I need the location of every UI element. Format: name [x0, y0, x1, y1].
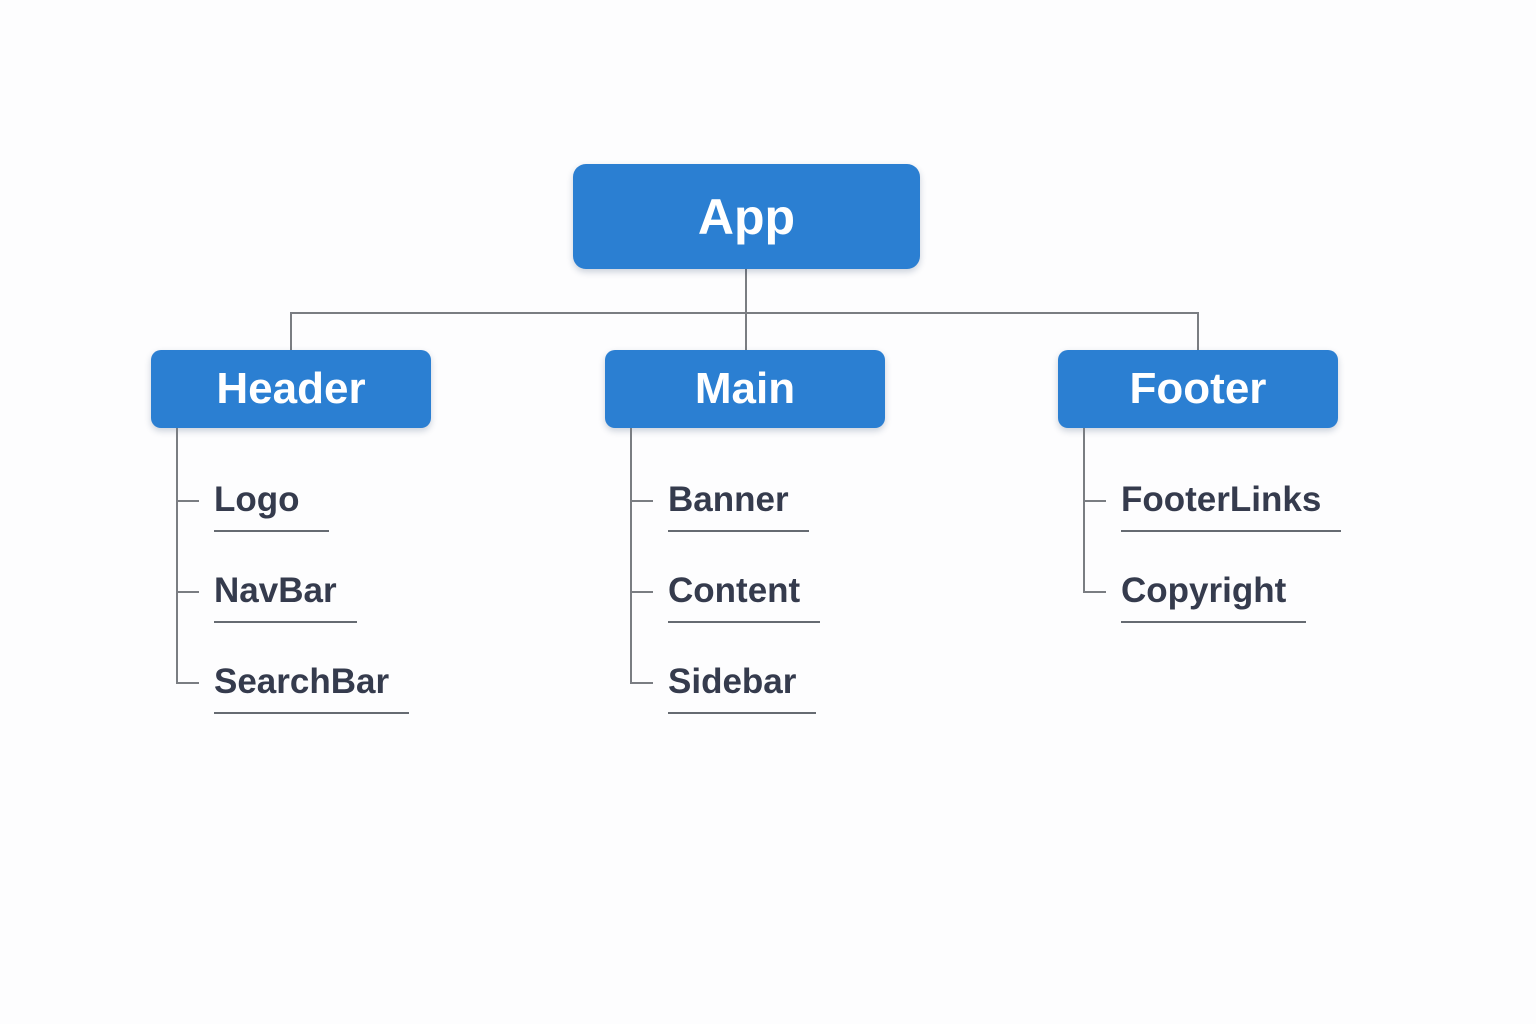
- tree-leaf-label: Content: [668, 561, 821, 623]
- tree-leaf-row: FooterLinks: [1058, 470, 1478, 532]
- tree-leaf-label: Copyright: [1121, 561, 1307, 623]
- node-app: App: [573, 164, 920, 269]
- connector-main-stub: [745, 312, 747, 350]
- tree-leaf-label: SearchBar: [214, 652, 410, 714]
- connector-tick: [630, 500, 653, 502]
- tree-leaf-label: FooterLinks: [1121, 470, 1342, 532]
- tree-leaf-row: NavBar: [151, 561, 571, 623]
- connector-tick: [176, 500, 199, 502]
- tree-leaf-row: Logo: [151, 470, 571, 532]
- node-main-label: Main: [694, 364, 796, 413]
- connector-tick: [1083, 500, 1106, 502]
- connector-main-children-line: [630, 428, 632, 683]
- connector-app-stub: [745, 269, 747, 313]
- tree-leaf-row: SearchBar: [151, 652, 571, 714]
- connector-footer-stub: [1197, 312, 1199, 352]
- tree-leaf-row: Content: [605, 561, 1025, 623]
- node-footer: Footer: [1058, 350, 1338, 428]
- connector-tick: [630, 682, 653, 684]
- node-app-label: App: [697, 188, 796, 245]
- tree-leaf-row: Banner: [605, 470, 1025, 532]
- connector-tick: [176, 682, 199, 684]
- connector-tick: [176, 591, 199, 593]
- connector-header-stub: [290, 312, 292, 351]
- connector-header-children-line: [176, 428, 178, 683]
- node-main: Main: [605, 350, 885, 428]
- tree-leaf-label: Logo: [214, 470, 329, 532]
- node-header-label: Header: [216, 364, 366, 413]
- connector-tick: [1083, 591, 1106, 593]
- connector-rail: [290, 312, 1199, 314]
- connector-footer-children-line: [1083, 428, 1085, 592]
- tree-leaf-label: Sidebar: [668, 652, 817, 714]
- tree-leaf-row: Sidebar: [605, 652, 1025, 714]
- node-footer-label: Footer: [1129, 364, 1267, 413]
- tree-leaf-row: Copyright: [1058, 561, 1478, 623]
- tree-leaf-label: Banner: [668, 470, 809, 532]
- tree-leaf-label: NavBar: [214, 561, 357, 623]
- connector-tick: [630, 591, 653, 593]
- node-header: Header: [151, 350, 431, 428]
